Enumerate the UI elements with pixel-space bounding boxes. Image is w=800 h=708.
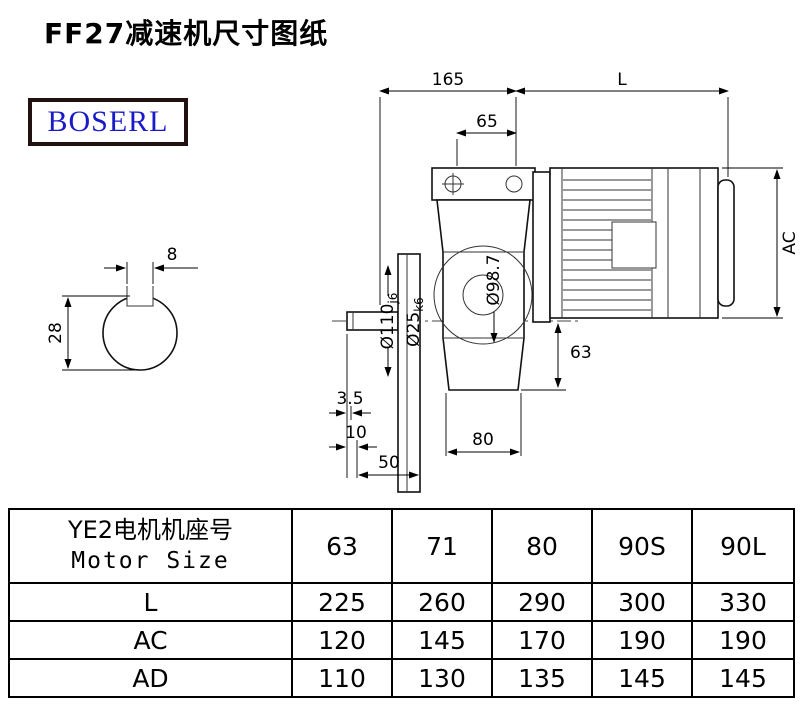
dim-value-cell: 120	[291, 620, 393, 660]
dim-label-8: 8	[167, 245, 178, 265]
col-header: 90S	[591, 508, 693, 584]
dim-80: 80	[445, 393, 522, 456]
dim-label-3-5: 3.5	[336, 389, 363, 409]
dim-3-5: 3.5	[329, 334, 371, 478]
dim-label-dia110: Ø110j6	[378, 293, 400, 350]
row-label: AC	[8, 620, 293, 660]
dia25-value: Ø25	[404, 312, 424, 347]
table-row-AC: AC 120 145 170 190 190	[8, 620, 795, 660]
col-header: 71	[391, 508, 493, 584]
col-header: 63	[291, 508, 393, 584]
dim-10: 10	[329, 423, 377, 478]
mounting-flange	[397, 253, 421, 493]
dim-28: 28	[46, 295, 135, 371]
dim-label-65: 65	[476, 112, 498, 132]
dim-AC: AC	[722, 167, 800, 319]
row-label: AD	[8, 658, 293, 698]
table-header-row: YE2电机机座号 Motor Size 63 71 80 90S 90L	[8, 508, 795, 584]
dim-label-63: 63	[570, 343, 592, 363]
dim-label-10: 10	[345, 423, 367, 443]
dim-value-cell: 145	[391, 620, 493, 660]
dim-165: 165	[379, 70, 517, 305]
dim-value-cell: 135	[491, 658, 593, 698]
row-label: L	[8, 582, 293, 622]
dia110-value: Ø110	[378, 304, 398, 350]
dim-value-cell: 290	[491, 582, 593, 622]
motor-size-header-en: Motor Size	[71, 547, 230, 574]
table-row-AD: AD 110 130 135 145 145	[8, 658, 795, 698]
dimension-table: YE2电机机座号 Motor Size 63 71 80 90S 90L L 2…	[8, 508, 795, 698]
boserl-logo-text: BOSERL	[47, 105, 169, 138]
dia110-fit: j6	[386, 293, 400, 305]
dim-value-cell: 225	[291, 582, 393, 622]
motor-nameplate	[611, 221, 657, 269]
gearbox-housing	[431, 167, 536, 391]
dim-label-50: 50	[378, 453, 400, 473]
motor-body	[532, 167, 735, 323]
bolt-hole	[505, 175, 523, 193]
dim-label-L: L	[617, 70, 627, 90]
dim-label-28: 28	[46, 322, 66, 344]
dim-value-cell: 130	[391, 658, 493, 698]
dim-value-cell: 145	[691, 658, 795, 698]
page-title: FF27减速机尺寸图纸	[44, 17, 329, 50]
dim-value-cell: 300	[591, 582, 693, 622]
technical-drawing: 8 28	[46, 70, 800, 493]
col-header: 80	[491, 508, 593, 584]
dim-value-cell: 260	[391, 582, 493, 622]
dim-label-80: 80	[472, 430, 494, 450]
dim-65: 65	[456, 112, 517, 166]
dim-value-cell: 190	[691, 620, 795, 660]
dim-63: 63	[521, 323, 592, 391]
dim-value-cell: 330	[691, 582, 795, 622]
dim-value-cell: 170	[491, 620, 593, 660]
motor-size-header-cell: YE2电机机座号 Motor Size	[8, 508, 293, 584]
keyway-slot	[127, 286, 153, 306]
dim-50: 50	[358, 453, 419, 479]
boserl-logo: BOSERL	[28, 98, 188, 146]
dim-dia110: Ø110j6	[378, 265, 400, 377]
dim-label-dia98-7: Ø98.7	[484, 254, 504, 305]
dim-value-cell: 145	[591, 658, 693, 698]
table-row-L: L 225 260 290 300 330	[8, 582, 795, 622]
dim-dia98-7: Ø98.7	[484, 254, 504, 343]
motor-size-header-cn: YE2电机机座号	[67, 516, 234, 545]
dim-label-165: 165	[432, 70, 464, 90]
dim-label-AC: AC	[780, 231, 800, 254]
dim-value-cell: 110	[291, 658, 393, 698]
dim-L: L	[515, 70, 729, 177]
dim-dia25: Ø25k6	[404, 297, 426, 347]
dim-value-cell: 190	[591, 620, 693, 660]
dim-label-dia25: Ø25k6	[404, 297, 426, 347]
dia25-fit: k6	[412, 297, 426, 312]
dim-8: 8	[104, 245, 198, 284]
col-header: 90L	[691, 508, 795, 584]
